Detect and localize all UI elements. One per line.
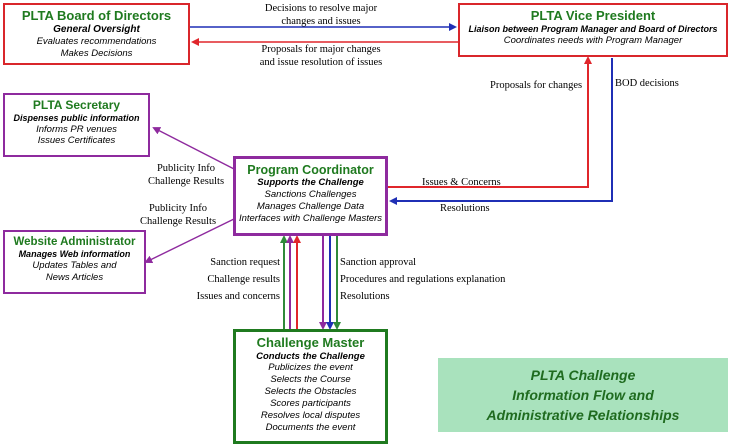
label-vp-to-board: Proposals for major changes and issue re… [259,44,383,68]
secretary-subtitle: Dispenses public information [13,112,140,123]
arrow-coordinator-to-webadmin [144,217,237,263]
label-master-up: Sanction request Challenge results Issue… [196,257,280,302]
label-proposals-for-changes: Proposals for changes [490,80,583,91]
coordinator-subtitle: Supports the Challenge [257,177,364,189]
vp-title: PLTA Vice President [530,8,656,23]
label-to-secretary: Publicity Info Challenge Results [147,163,225,187]
board-subtitle: General Oversight [53,23,140,35]
board-of-directors-box: PLTA Board of Directors General Oversigh… [3,3,190,65]
webadmin-line: Updates Tables and [32,260,117,272]
master-line: Scores participants [270,397,351,409]
program-coordinator-box: Program Coordinator Supports the Challen… [233,156,388,236]
label-board-to-vp: Decisions to resolve major changes and i… [264,3,378,27]
vp-subtitle: Liaison between Program Manager and Boar… [468,23,718,34]
arrow-vp-to-coordinator [389,58,613,205]
secretary-title: PLTA Secretary [32,98,121,112]
master-line: Documents the event [265,421,356,433]
caption-line: Information Flow and [512,386,654,403]
vp-line: Coordinates needs with Program Manager [503,34,683,46]
label-issues-concerns: Issues & Concerns [422,177,501,188]
vice-president-box: PLTA Vice President Liaison between Prog… [458,3,728,57]
website-administrator-box: Website Administrator Manages Web inform… [3,230,146,294]
board-line: Makes Decisions [60,47,133,59]
coordinator-title: Program Coordinator [247,163,374,177]
master-subtitle: Conducts the Challenge [256,350,365,362]
board-line: Evaluates recommendations [36,35,157,47]
master-line: Resolves local disputes [260,409,361,421]
master-line: Selects the Obstacles [264,386,357,398]
secretary-line: Issues Certificates [37,135,116,147]
diagram-caption: PLTA Challenge Information Flow and Admi… [438,358,728,432]
label-coord-down: Sanction approval Procedures and regulat… [340,257,506,302]
arrow-coordinator-to-vp [388,56,592,188]
arrow-coordinator-to-secretary [152,127,237,171]
secretary-line: Informs PR venues [36,123,117,135]
label-resolutions-vp: Resolutions [440,203,490,214]
caption-line: Administrative Relationships [486,406,680,423]
master-line: Selects the Course [270,374,351,386]
master-line: Publicizes the event [268,362,353,374]
secretary-box: PLTA Secretary Dispenses public informat… [3,93,150,157]
coordinator-line: Sanctions Challenges [264,188,357,200]
master-title: Challenge Master [256,335,365,350]
webadmin-title: Website Administrator [13,236,136,248]
challenge-master-box: Challenge Master Conducts the Challenge … [233,329,388,444]
label-to-webadmin: Publicity Info Challenge Results [139,203,217,227]
coordinator-line: Interfaces with Challenge Masters [238,212,383,224]
coordinator-line: Manages Challenge Data [256,200,365,212]
board-title: PLTA Board of Directors [21,8,172,23]
webadmin-subtitle: Manages Web information [18,249,131,260]
caption-line: PLTA Challenge [530,367,636,383]
webadmin-line: News Articles [45,271,104,283]
label-bod-decisions: BOD decisions [615,78,679,89]
